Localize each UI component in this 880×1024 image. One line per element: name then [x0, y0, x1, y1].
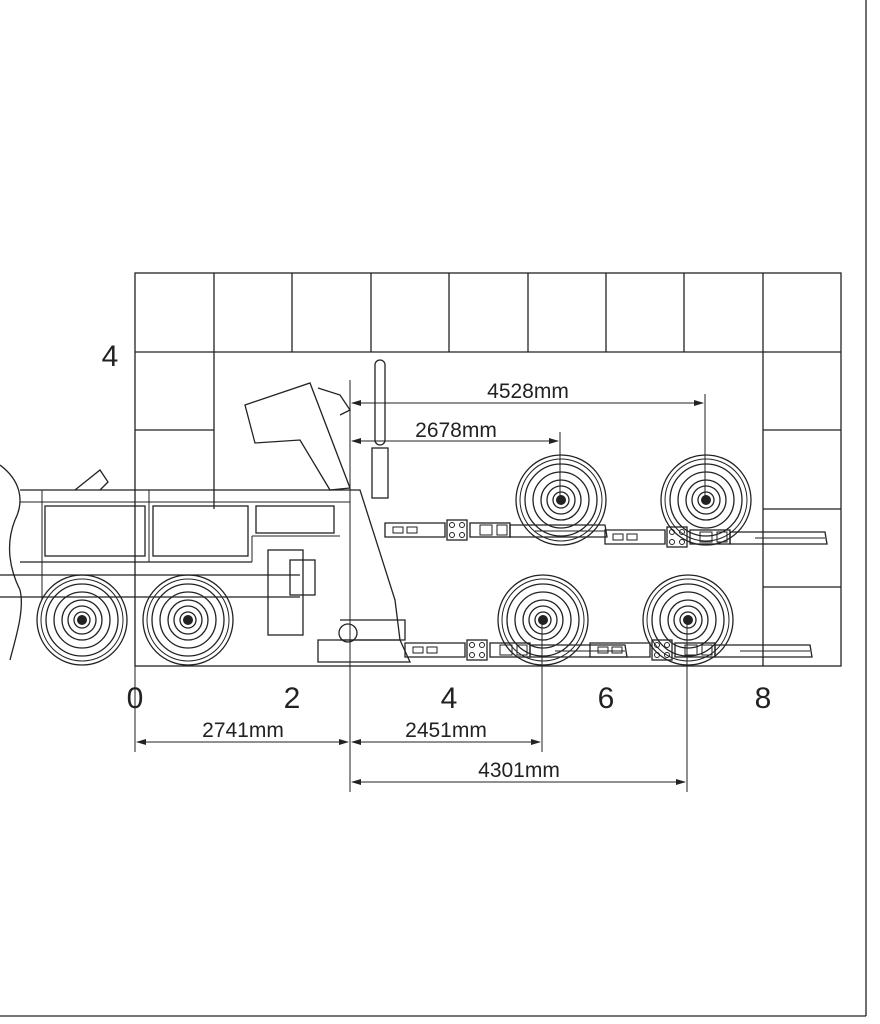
grid	[134, 272, 842, 667]
dimension-label: 4528mm	[487, 380, 569, 403]
dimension-label: 2678mm	[415, 419, 497, 442]
dimension-label: 2451mm	[405, 719, 487, 742]
dimension-lines	[134, 380, 706, 792]
towed-wheel-lower-near	[497, 574, 589, 666]
x-tick-label: 2	[284, 682, 301, 715]
towed-wheel-lower-far	[642, 574, 734, 666]
lower-extension	[589, 639, 813, 661]
dimension-label: 4301mm	[478, 759, 560, 782]
dimension-label: 2741mm	[202, 719, 284, 742]
y-tick-label: 4	[102, 340, 119, 373]
x-tick-label: 4	[441, 682, 458, 715]
upper-underlift-boom	[384, 519, 608, 541]
x-tick-label: 6	[598, 682, 615, 715]
x-tick-label: 8	[755, 682, 772, 715]
truck-wheel	[36, 574, 128, 666]
truck-wheel	[142, 574, 234, 666]
tow-truck	[0, 359, 412, 663]
